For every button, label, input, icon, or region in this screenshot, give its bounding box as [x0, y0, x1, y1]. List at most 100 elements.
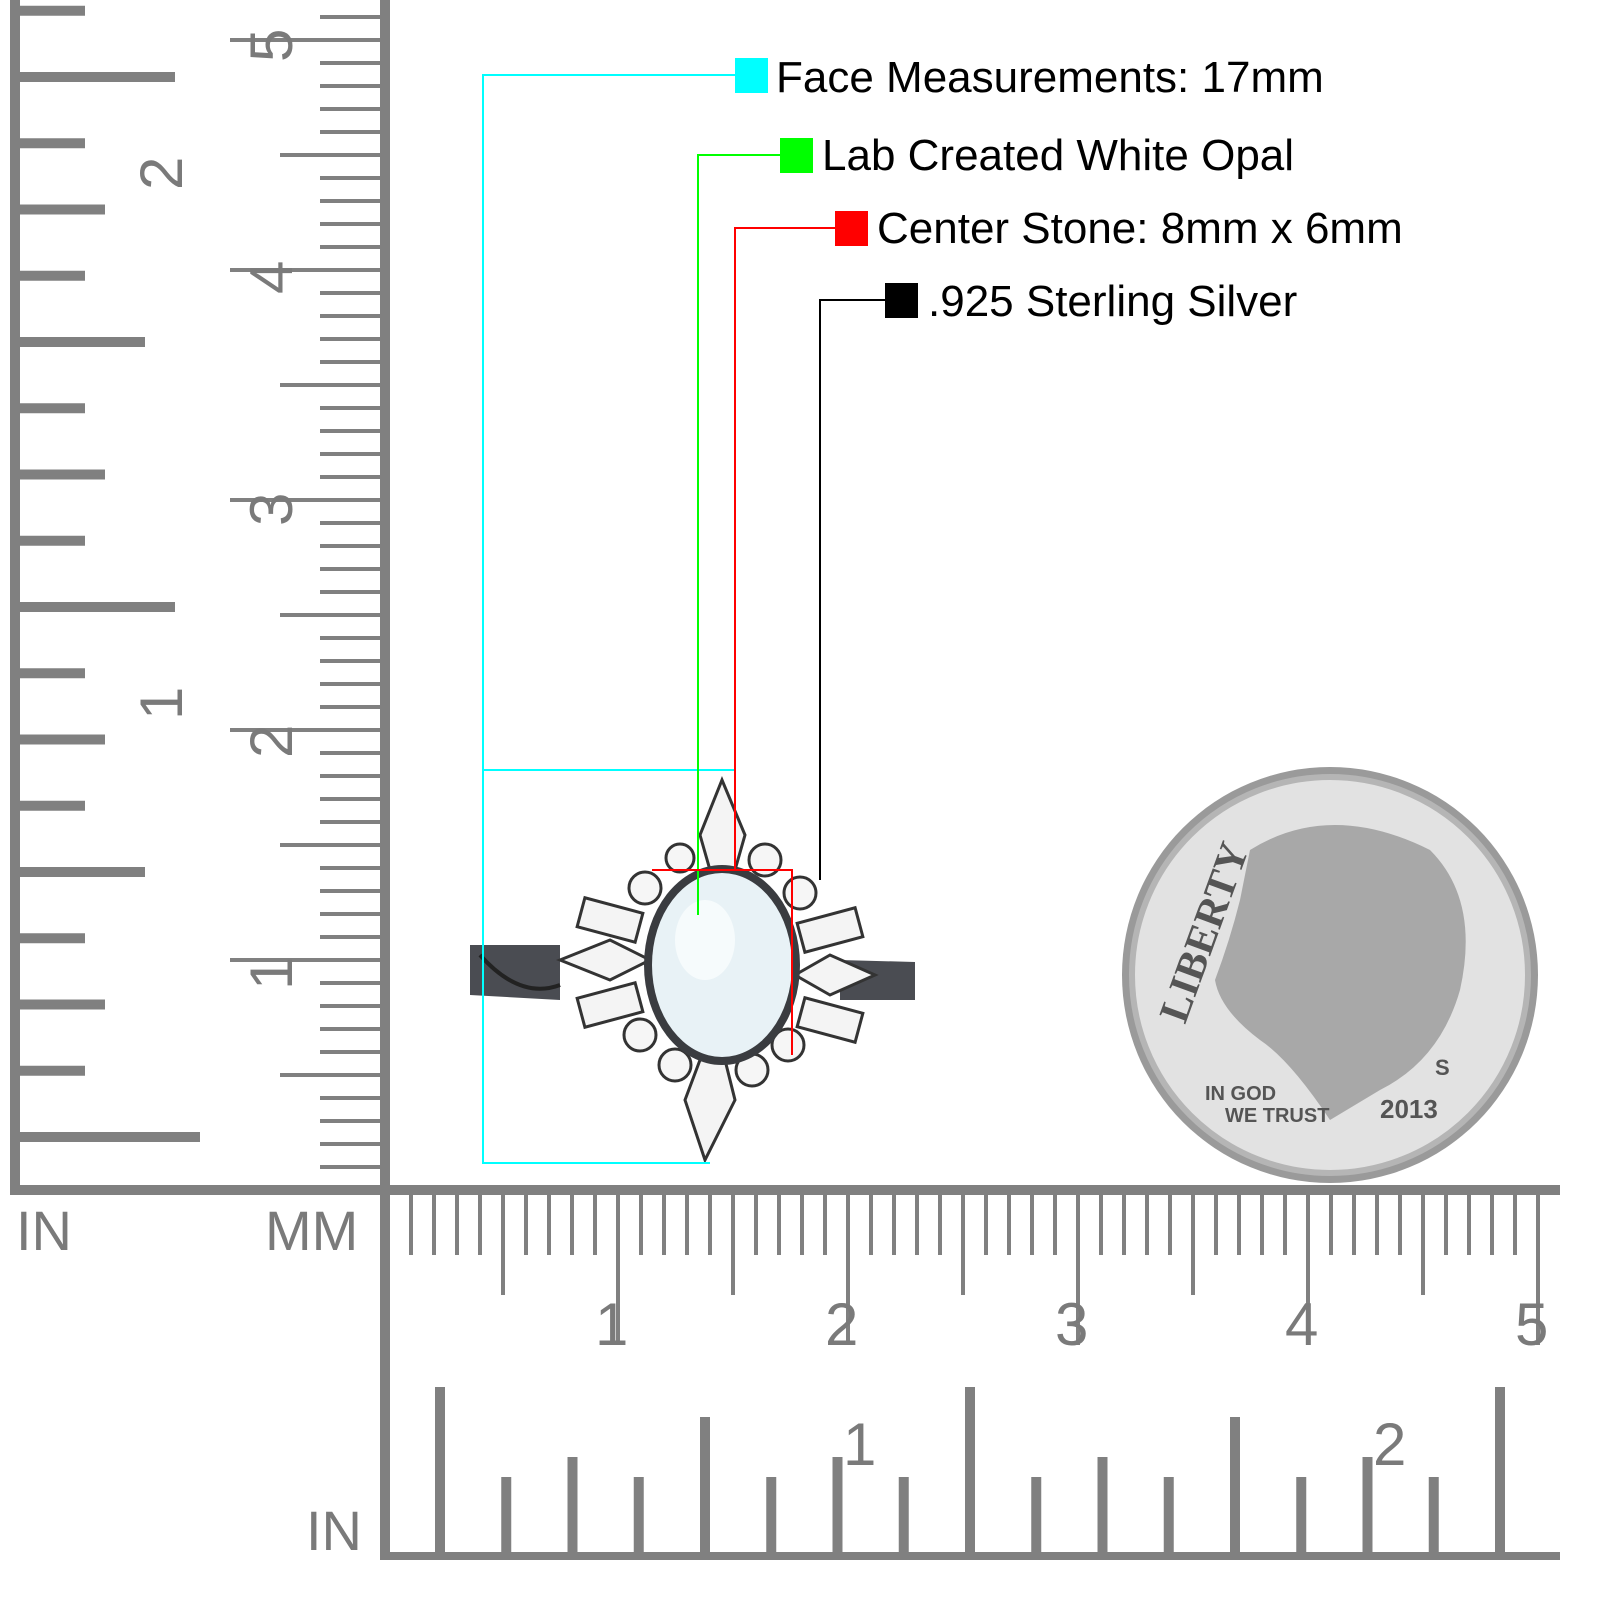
- ruler-bottom-mm-tick: [1513, 1195, 1517, 1255]
- ruler-bottom-inch-number: 2: [1373, 1411, 1406, 1478]
- ruler-bottom-mm-tick: [938, 1195, 942, 1255]
- ruler-left-mm-tick: [320, 889, 380, 893]
- ruler-left-mm-tick: [320, 107, 380, 111]
- ruler-left-mm-tick: [320, 406, 380, 410]
- ruler-bottom-mm-tick: [455, 1195, 459, 1255]
- ruler-left-cm-number: 4: [238, 261, 305, 294]
- ruler-left-cm-number: 1: [238, 957, 305, 990]
- callout-lines: [482, 74, 885, 1164]
- ruler-bottom-inch-tick: [965, 1387, 975, 1552]
- ruler-bottom-mm-tick: [1352, 1195, 1356, 1255]
- ruler-bottom-mm-tick: [1421, 1195, 1425, 1295]
- ruler-left-mm-tick: [320, 567, 380, 571]
- ruler-bottom-mm-tick: [662, 1195, 666, 1255]
- ruler-bottom-mm-tick: [892, 1195, 896, 1255]
- ruler-left-mm-tick: [320, 820, 380, 824]
- ruler-bottom-mm-tick: [386, 1195, 390, 1345]
- ruler-left-inch-tick: [10, 535, 85, 546]
- ruler-bottom-edge: [10, 1185, 1560, 1195]
- ruler-left-mm-tick: [320, 1165, 380, 1169]
- ruler-bottom-inch-number: 1: [843, 1411, 876, 1478]
- ruler-bottom-mm-tick: [1329, 1195, 1333, 1255]
- ruler-left-cm-number: 5: [238, 29, 305, 62]
- ruler-bottom-mm-tick: [409, 1195, 413, 1255]
- ruler-bottom-inch-tick: [1495, 1387, 1505, 1552]
- ruler-bottom-mm-tick: [708, 1195, 712, 1255]
- ruler-left-inch-tick: [10, 734, 105, 745]
- ruler-left-mm-tick: [320, 429, 380, 433]
- ruler-left-mm-tick: [230, 958, 380, 962]
- ruler-bottom-mm-tick: [1260, 1195, 1264, 1255]
- ruler-left-inch-number: 2: [128, 157, 195, 190]
- ruler-left-mm-tick: [230, 38, 380, 42]
- ruler-label-in-left: IN: [16, 1199, 72, 1262]
- ruler-label-mm: MM: [265, 1199, 359, 1262]
- ruler-bottom-inch-tick: [700, 1417, 710, 1552]
- callout-face-measurements: Face Measurements: 17mm: [776, 53, 1324, 102]
- ruler-left-mm-tick: [320, 360, 380, 364]
- ruler-bottom-mm-tick: [846, 1195, 850, 1345]
- ruler-left-mm-tick: [230, 268, 380, 272]
- ruler-left-mm-tick: [320, 682, 380, 686]
- ruler-left-mm-tick: [320, 337, 380, 341]
- ruler-bottom-mm-tick: [1099, 1195, 1103, 1255]
- ruler-left-mm-tick: [280, 1073, 380, 1077]
- ruler-left-mm-tick: [320, 590, 380, 594]
- ruler-bottom-cm-number: 4: [1285, 1291, 1318, 1358]
- ruler-left-inch-tick: [10, 337, 145, 347]
- ruler-left-mm-tick: [320, 981, 380, 985]
- ruler-bottom-inch-tick: [501, 1477, 512, 1552]
- ruler-left-mm-tick: [320, 452, 380, 456]
- ruler-left-mm-tick: [280, 383, 380, 387]
- ruler-left-mm-tick: [320, 61, 380, 65]
- ruler-left-inch-tick: [10, 933, 85, 944]
- ruler-left-mm-tick: [320, 176, 380, 180]
- ruler-bottom-inch-tick: [1296, 1477, 1307, 1552]
- coin-year: 2013: [1380, 1094, 1438, 1124]
- ruler-bottom-left-edge: [380, 1185, 390, 1560]
- ruler-left-mm-tick: [320, 1050, 380, 1054]
- ruler-bottom-mm-tick: [1283, 1195, 1287, 1255]
- ruler-left-mm-tick: [320, 1096, 380, 1100]
- ruler-bottom-mm-tick: [869, 1195, 873, 1255]
- ruler-label-in-bottom: IN: [306, 1499, 362, 1562]
- ruler-bottom-mm-tick: [1076, 1195, 1080, 1345]
- ruler-bottom-mm-tick: [1490, 1195, 1494, 1255]
- ruler-left-mm-tick: [320, 1027, 380, 1031]
- ring: [470, 776, 915, 1164]
- ruler-left-edge: [10, 0, 20, 1195]
- ruler-bottom-mm-tick: [1168, 1195, 1172, 1255]
- ruler-bottom-mm-tick: [1214, 1195, 1218, 1255]
- ruler-bottom-mm-tick: [1467, 1195, 1471, 1255]
- ruler-left-mm-tick: [280, 153, 380, 157]
- ruler-left-mm-tick: [280, 613, 380, 617]
- ruler-left-inch-tick: [10, 72, 175, 82]
- ruler-bottom-mm-tick: [1375, 1195, 1379, 1255]
- ruler-left-mm-tick: [230, 728, 380, 732]
- ruler-bottom-mm-tick: [1398, 1195, 1402, 1255]
- callout-metal: .925 Sterling Silver: [928, 277, 1298, 326]
- ruler-bottom-mm-tick: [1053, 1195, 1057, 1255]
- ruler-bottom-mm-tick: [1306, 1195, 1310, 1345]
- ruler-bottom-mm-tick: [800, 1195, 804, 1255]
- ruler-bottom-mm-tick: [1030, 1195, 1034, 1255]
- ruler-bottom-inch-tick: [766, 1477, 777, 1552]
- ruler-bottom-mm-tick: [639, 1195, 643, 1255]
- ruler-left-mm-tick: [320, 1142, 380, 1146]
- ruler-bottom-mm-tick: [616, 1195, 620, 1345]
- ruler-bottom-mm-tick: [823, 1195, 827, 1255]
- ruler-bottom-cm-number: 2: [825, 1291, 858, 1358]
- ruler-bottom-inch-tick: [633, 1477, 644, 1552]
- ruler-bottom-mm-tick: [1237, 1195, 1241, 1255]
- ruler-bottom-inch-tick: [1163, 1477, 1174, 1552]
- ruler-bottom-inch-tick: [898, 1477, 909, 1552]
- ruler-left-inch-tick: [10, 1132, 200, 1142]
- ruler-left-inch-number: 1: [128, 687, 195, 720]
- dime-coin: LIBERTY IN GOD WE TRUST 2013 S: [1122, 767, 1538, 1183]
- ruler-bottom-mm-tick: [1191, 1195, 1195, 1295]
- ruler-bottom-inch-tick: [1230, 1417, 1240, 1552]
- ruler-left-inch-tick: [10, 5, 85, 16]
- ruler-left-mm-edge: [380, 0, 390, 1195]
